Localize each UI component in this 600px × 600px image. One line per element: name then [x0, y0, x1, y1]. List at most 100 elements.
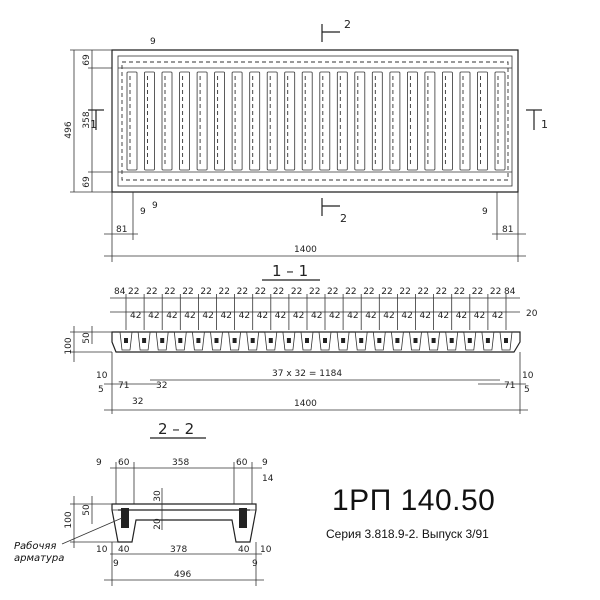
s11-dim-22: 22 — [490, 287, 501, 297]
section-2-2: 2 – 2 9 60 358 60 9 14 100 50 30 20 10 — [61, 420, 274, 586]
cut-1-right-label: 1 — [541, 118, 548, 131]
s11-rebar — [232, 338, 237, 343]
s22-rebar-leader — [61, 517, 123, 545]
plan-slot — [196, 71, 208, 171]
s11-dim-1400: 1400 — [294, 399, 317, 409]
s22-dim-14: 14 — [262, 474, 274, 484]
s11-dim-42: 42 — [275, 311, 286, 321]
s11-dim-42: 42 — [148, 311, 159, 321]
s11-rib — [210, 331, 223, 351]
plan-slot — [406, 71, 418, 171]
s11-rib — [481, 331, 495, 351]
s11-dim-22: 22 — [164, 287, 175, 297]
s11-dim-42: 42 — [383, 311, 394, 321]
s11-dim-22: 22 — [255, 287, 266, 297]
s11-pitch-formula: 37 x 32 = 1184 — [272, 369, 342, 379]
plan-slot — [336, 71, 348, 171]
section-1-1-label: 1 – 1 — [272, 262, 308, 280]
work-reinforcement-line1: Рабочяя — [14, 541, 57, 552]
s11-dim-22: 22 — [182, 287, 193, 297]
s11-rebar — [485, 338, 490, 343]
plan-slot — [249, 71, 261, 171]
s11-rib — [300, 331, 314, 351]
s11-rebar — [268, 338, 273, 343]
section-2-2-label: 2 – 2 — [158, 420, 194, 438]
s22-dim-100: 100 — [64, 511, 74, 528]
s11-rebar — [196, 338, 201, 343]
plan-slot — [284, 71, 296, 171]
s11-rebar — [395, 338, 400, 343]
s11-rib — [445, 331, 459, 351]
s22-dim-20: 20 — [153, 518, 163, 530]
s22-dim-10-left: 10 — [96, 545, 108, 555]
plan-dim-9-bl1: 9 — [140, 207, 146, 217]
s22-dim-9-left: 9 — [96, 458, 102, 468]
s11-rib — [427, 331, 441, 351]
plan-slot — [231, 71, 243, 171]
s22-dim-496: 496 — [174, 570, 191, 580]
s11-rib — [336, 331, 350, 351]
plan-dim-358: 358 — [82, 111, 92, 128]
plan-dim-69-bottom: 69 — [82, 176, 92, 188]
s11-dim-42: 42 — [239, 311, 250, 321]
s11-top-dims: 22 42 22 42 22 42 22 42 22 42 22 42 22 42 22 42 22 42 22 42… — [125, 287, 507, 330]
plan-slot — [389, 71, 401, 171]
s11-dim-22: 22 — [273, 287, 284, 297]
s11-dim-42: 42 — [492, 311, 503, 321]
s11-dim-42: 42 — [347, 311, 358, 321]
plan-slots — [126, 71, 506, 171]
s11-dim-22: 22 — [363, 287, 374, 297]
plan-slot — [161, 71, 173, 171]
s11-rebar — [413, 338, 418, 343]
s11-rebar — [250, 338, 255, 343]
s11-dim-50: 50 — [82, 332, 92, 344]
cut-2-bottom-label: 2 — [340, 212, 347, 225]
s11-dim-42: 42 — [329, 311, 340, 321]
s22-dim-10-right: 10 — [260, 545, 272, 555]
s11-dim-22: 22 — [146, 287, 157, 297]
plan-slot — [144, 71, 155, 171]
s11-rebar — [341, 338, 346, 343]
plan-slot — [301, 71, 313, 171]
s22-dim-50: 50 — [82, 504, 92, 516]
plan-dim-81-left: 81 — [116, 225, 127, 235]
s11-rib — [119, 331, 133, 351]
s11-dim-32a: 32 — [156, 381, 167, 391]
s11-rebar — [160, 338, 165, 343]
s11-dim-20: 20 — [526, 309, 538, 319]
s22-dim-60-left: 60 — [118, 458, 130, 468]
s11-dim-42: 42 — [456, 311, 467, 321]
plan-dim-81-right: 81 — [502, 225, 513, 235]
s11-rebar — [504, 338, 508, 343]
s11-rib — [354, 331, 368, 351]
s22-dim-60-right: 60 — [236, 458, 248, 468]
s11-dim-84-left: 84 — [114, 287, 126, 297]
s11-rebar — [305, 338, 309, 343]
s11-rebar — [359, 338, 364, 343]
s11-dim-22: 22 — [381, 287, 392, 297]
plan-inner-frame — [117, 55, 513, 187]
plan-outline — [111, 49, 519, 193]
cut-2-top-label: 2 — [344, 18, 351, 31]
s11-dim-42: 42 — [438, 311, 449, 321]
plan-slot — [459, 71, 471, 171]
s11-rebar — [431, 338, 436, 343]
s11-dim-22: 22 — [237, 287, 248, 297]
s11-rib — [155, 331, 169, 351]
s11-rib — [463, 331, 477, 351]
s11-dim-22: 22 — [399, 287, 410, 297]
s22-body — [111, 503, 257, 543]
plan-dim-496: 496 — [64, 121, 74, 138]
s11-dim-5-right: 5 — [524, 385, 530, 395]
plan-slot — [477, 71, 488, 171]
s11-dim-22: 22 — [309, 287, 320, 297]
s11-rib — [137, 331, 151, 351]
s11-dim-42: 42 — [401, 311, 412, 321]
s22-dim-30: 30 — [153, 490, 163, 502]
s11-dim-10-right: 10 — [522, 371, 534, 381]
s11-rib — [246, 331, 260, 351]
s11-dim-22: 22 — [291, 287, 302, 297]
s22-rebar-left — [121, 508, 129, 528]
s11-rib — [173, 331, 187, 351]
plan-slot — [354, 71, 366, 171]
